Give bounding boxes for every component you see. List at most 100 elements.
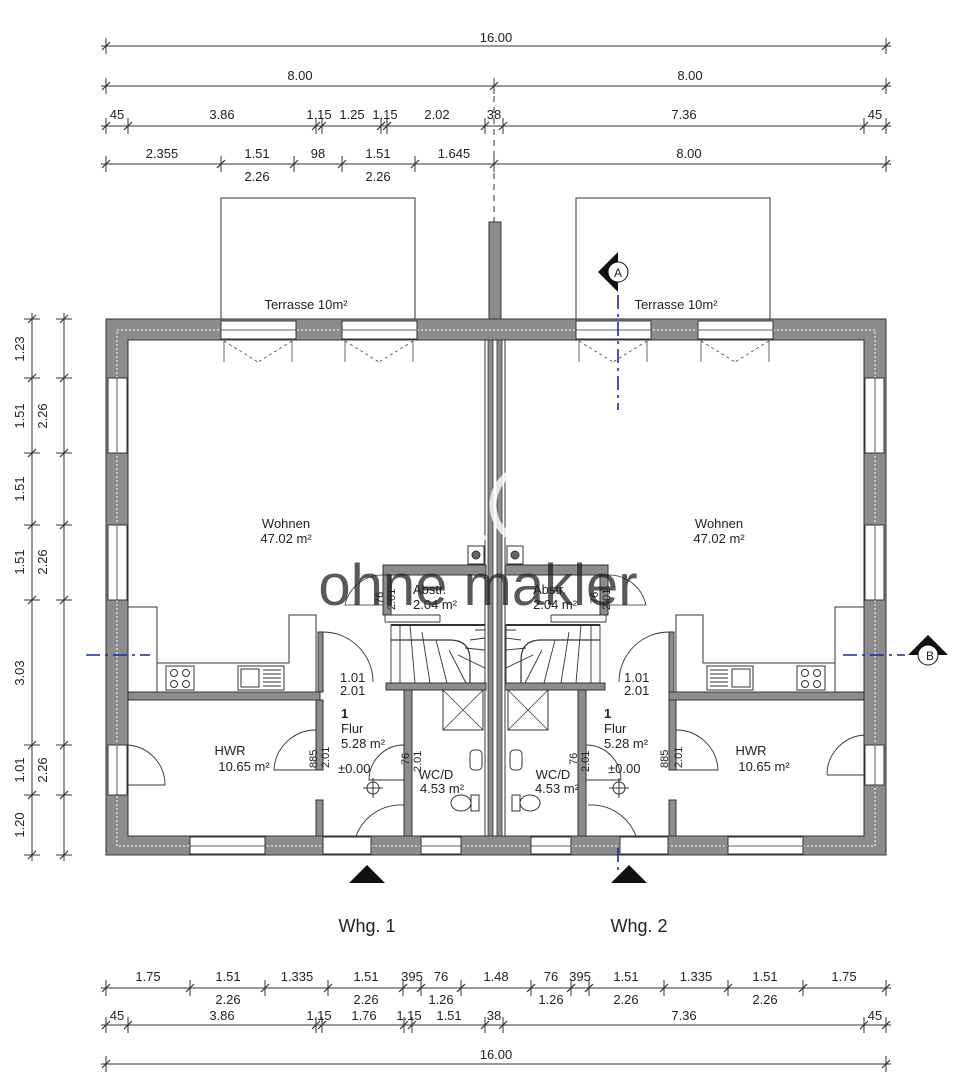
door-swings <box>127 631 865 837</box>
room-area: 5.28 m² <box>604 736 649 751</box>
toilet-icon <box>450 794 541 812</box>
unit-label-1: Whg. 1 <box>338 916 395 936</box>
dim-total-bottom: 16.00 <box>480 1047 513 1062</box>
door-height: 2.01 <box>673 747 685 768</box>
dim-label: 3.86 <box>209 1008 234 1023</box>
door-width: 76 <box>374 592 386 604</box>
door-height: 2.01 <box>412 751 424 772</box>
room-name: WC/D <box>419 767 454 782</box>
kitchen-counter-right <box>675 606 864 693</box>
room-name: Wohnen <box>695 516 743 531</box>
room-name: HWR <box>214 743 245 758</box>
sink-icon <box>469 749 523 771</box>
dim-label: 1.75 <box>831 969 856 984</box>
dim-label: 1.15 <box>372 107 397 122</box>
dim-label: 7.36 <box>671 107 696 122</box>
dim-label: 1.51 <box>365 146 390 161</box>
dim-label: 38 <box>487 1008 501 1023</box>
dim-label: 1.335 <box>281 969 314 984</box>
dim-label: 1.335 <box>680 969 713 984</box>
dim-label: 1.51 <box>353 969 378 984</box>
dim-label: 1.48 <box>483 969 508 984</box>
level: ±0.00 <box>338 761 370 776</box>
dim-label: 2.26 <box>35 403 50 428</box>
door-height: 2.01 <box>320 747 332 768</box>
room-name: Abstr. <box>413 582 446 597</box>
dim-label: 2.26 <box>752 992 777 1007</box>
dim-label: 1.51 <box>613 969 638 984</box>
door-width: 885 <box>308 750 320 768</box>
room-area: 5.28 m² <box>341 736 386 751</box>
dim-half-left: 8.00 <box>287 68 312 83</box>
room-area: 47.02 m² <box>693 531 745 546</box>
door-height: 2.01 <box>624 683 649 698</box>
left-dimension-labels: 1.23 1.51 1.51 1.51 3.03 1.01 1.20 2.26 … <box>12 336 50 837</box>
stair-right <box>505 614 607 684</box>
dim-label: 3.03 <box>12 660 27 685</box>
party-wall <box>484 339 506 837</box>
watermark-text: ohne makler <box>318 553 637 618</box>
left-dimension-ticks <box>27 314 69 860</box>
top-dimension-ticks <box>101 41 891 169</box>
door-width: 885 <box>659 750 671 768</box>
party-wall-extension <box>488 221 502 323</box>
dim-half-right: 8.00 <box>677 68 702 83</box>
dim-label: 45 <box>868 1008 882 1023</box>
section-b-label: B <box>926 649 934 663</box>
dim-label: 1.26 <box>538 992 563 1007</box>
door-width: 76 <box>400 753 412 765</box>
door-height: 2.01 <box>340 683 365 698</box>
dim-label: 1.51 <box>752 969 777 984</box>
window-glazing <box>116 329 876 847</box>
dim-label: 1.26 <box>428 992 453 1007</box>
dim-label: 38 <box>487 107 501 122</box>
dim-label: 2.26 <box>35 757 50 782</box>
dim-label: 1.51 <box>215 969 240 984</box>
dim-label: 2.26 <box>215 992 240 1007</box>
room-labels-left: Wohnen 47.02 m² Abstr. 2.04 m² 1.01 2.01… <box>214 516 464 936</box>
room-area: 2.04 m² <box>413 597 458 612</box>
entrance-arrows <box>349 865 647 883</box>
dim-label: 395 <box>401 969 423 984</box>
dim-label: 1.20 <box>12 812 27 837</box>
abstr-door-swings <box>344 574 647 606</box>
section-a-marker: A <box>598 252 629 292</box>
top-dimensions <box>101 38 891 172</box>
terrace-label-right: Terrasse 10m² <box>634 297 718 312</box>
door-height: 2.01 <box>386 589 398 610</box>
level-marker-icon <box>363 778 629 798</box>
door-height: 2.01 <box>601 589 613 610</box>
dim-label: 8.00 <box>676 146 701 161</box>
dim-label: 3.86 <box>209 107 234 122</box>
dim-label: 2.26 <box>613 992 638 1007</box>
dim-label: 7.36 <box>671 1008 696 1023</box>
terrace-label-left: Terrasse 10m² <box>264 297 348 312</box>
dim-label: 45 <box>110 1008 124 1023</box>
room-name: Flur <box>341 721 364 736</box>
vent-icon <box>467 545 524 565</box>
dim-label: 1.51 <box>12 476 27 501</box>
room-name: WC/D <box>536 767 571 782</box>
stove-icon <box>165 665 826 691</box>
room-name: Flur <box>604 721 627 736</box>
bottom-dimension-ticks <box>101 983 891 1069</box>
room-area: 47.02 m² <box>260 531 312 546</box>
top-dimension-labels: 16.00 8.00 8.00 45 3.86 1.15 1.25 1.15 2… <box>110 30 882 184</box>
dim-label: 1.51 <box>12 549 27 574</box>
door-height: 2.01 <box>580 751 592 772</box>
shower-cross <box>442 689 549 731</box>
door-width: 76 <box>568 753 580 765</box>
interior-walls <box>127 564 865 837</box>
room-labels-right: Wohnen 47.02 m² Abstr. 2.04 m² 1.01 2.01… <box>533 516 790 936</box>
rotated-labels-left: 885 2.01 76 2.01 76 2.01 <box>308 589 424 772</box>
room-area: 4.53 m² <box>420 781 465 796</box>
dim-label: 1.15 <box>306 107 331 122</box>
dim-total-top: 16.00 <box>480 30 513 45</box>
dim-label: 1.01 <box>12 757 27 782</box>
dim-label: 395 <box>569 969 591 984</box>
room-name: Abstr. <box>533 582 566 597</box>
dim-label: 1.15 <box>396 1008 421 1023</box>
dim-label: 1.51 <box>12 403 27 428</box>
bottom-dimension-labels: 1.75 1.51 1.335 1.51 395 76 1.48 76 395 … <box>110 969 882 1062</box>
dim-label: 45 <box>868 107 882 122</box>
